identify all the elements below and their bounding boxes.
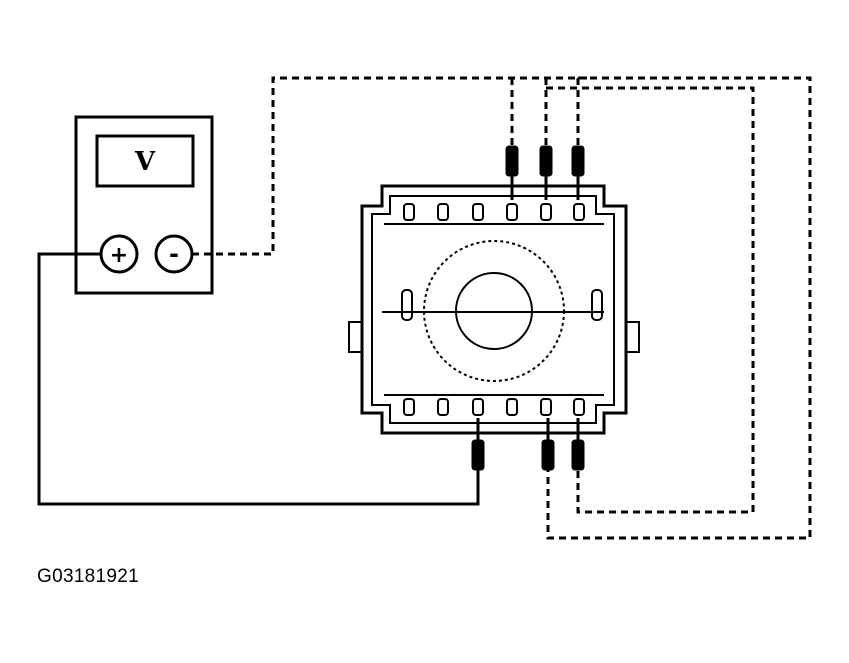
- right-latch-tab: [625, 321, 640, 353]
- bottom-probe-1: [471, 439, 485, 471]
- top-probe-2: [539, 145, 553, 177]
- positive-terminal-symbol: +: [110, 243, 128, 268]
- terminal-pin: [437, 203, 449, 221]
- jumper-wire-outer: [546, 76, 812, 540]
- bottom-probe-2: [541, 439, 555, 471]
- terminal-pin: [506, 398, 518, 416]
- terminal-pin: [403, 203, 415, 221]
- voltmeter: V + -: [74, 115, 214, 295]
- terminal-pin: [437, 398, 449, 416]
- connector-inner-frame: [371, 195, 615, 424]
- voltmeter-display: [95, 134, 195, 188]
- top-probe-1: [505, 145, 519, 177]
- voltmeter-display-reading: V: [134, 147, 156, 177]
- negative-terminal-symbol: -: [169, 240, 179, 268]
- terminal-pin: [472, 398, 484, 416]
- inner-rotor-ring: [455, 272, 533, 350]
- terminal-pin: [540, 203, 552, 221]
- outer-rotor-ring: [423, 240, 565, 382]
- left-latch-tab: [348, 321, 363, 353]
- negative-lead-wire: [192, 76, 593, 256]
- connector-component: [348, 184, 640, 435]
- terminal-pin: [540, 398, 552, 416]
- terminal-pin: [506, 203, 518, 221]
- connector-housing: [360, 184, 628, 435]
- top-probe-3: [571, 145, 585, 177]
- terminal-pin: [573, 203, 585, 221]
- terminal-pin: [472, 203, 484, 221]
- voltmeter-body: [74, 115, 214, 295]
- middle-left-pin: [401, 289, 413, 321]
- figure-id: G03181921: [37, 566, 140, 587]
- test-probes: [471, 145, 585, 471]
- terminal-pin: [573, 398, 585, 416]
- positive-lead-wire: [37, 252, 480, 506]
- top-terminal-pins: [403, 203, 585, 221]
- middle-right-pin: [591, 289, 603, 321]
- terminal-pin: [403, 398, 415, 416]
- bottom-probe-3: [571, 439, 585, 471]
- bottom-terminal-pins: [403, 398, 585, 416]
- jumper-wire-inner: [546, 86, 755, 514]
